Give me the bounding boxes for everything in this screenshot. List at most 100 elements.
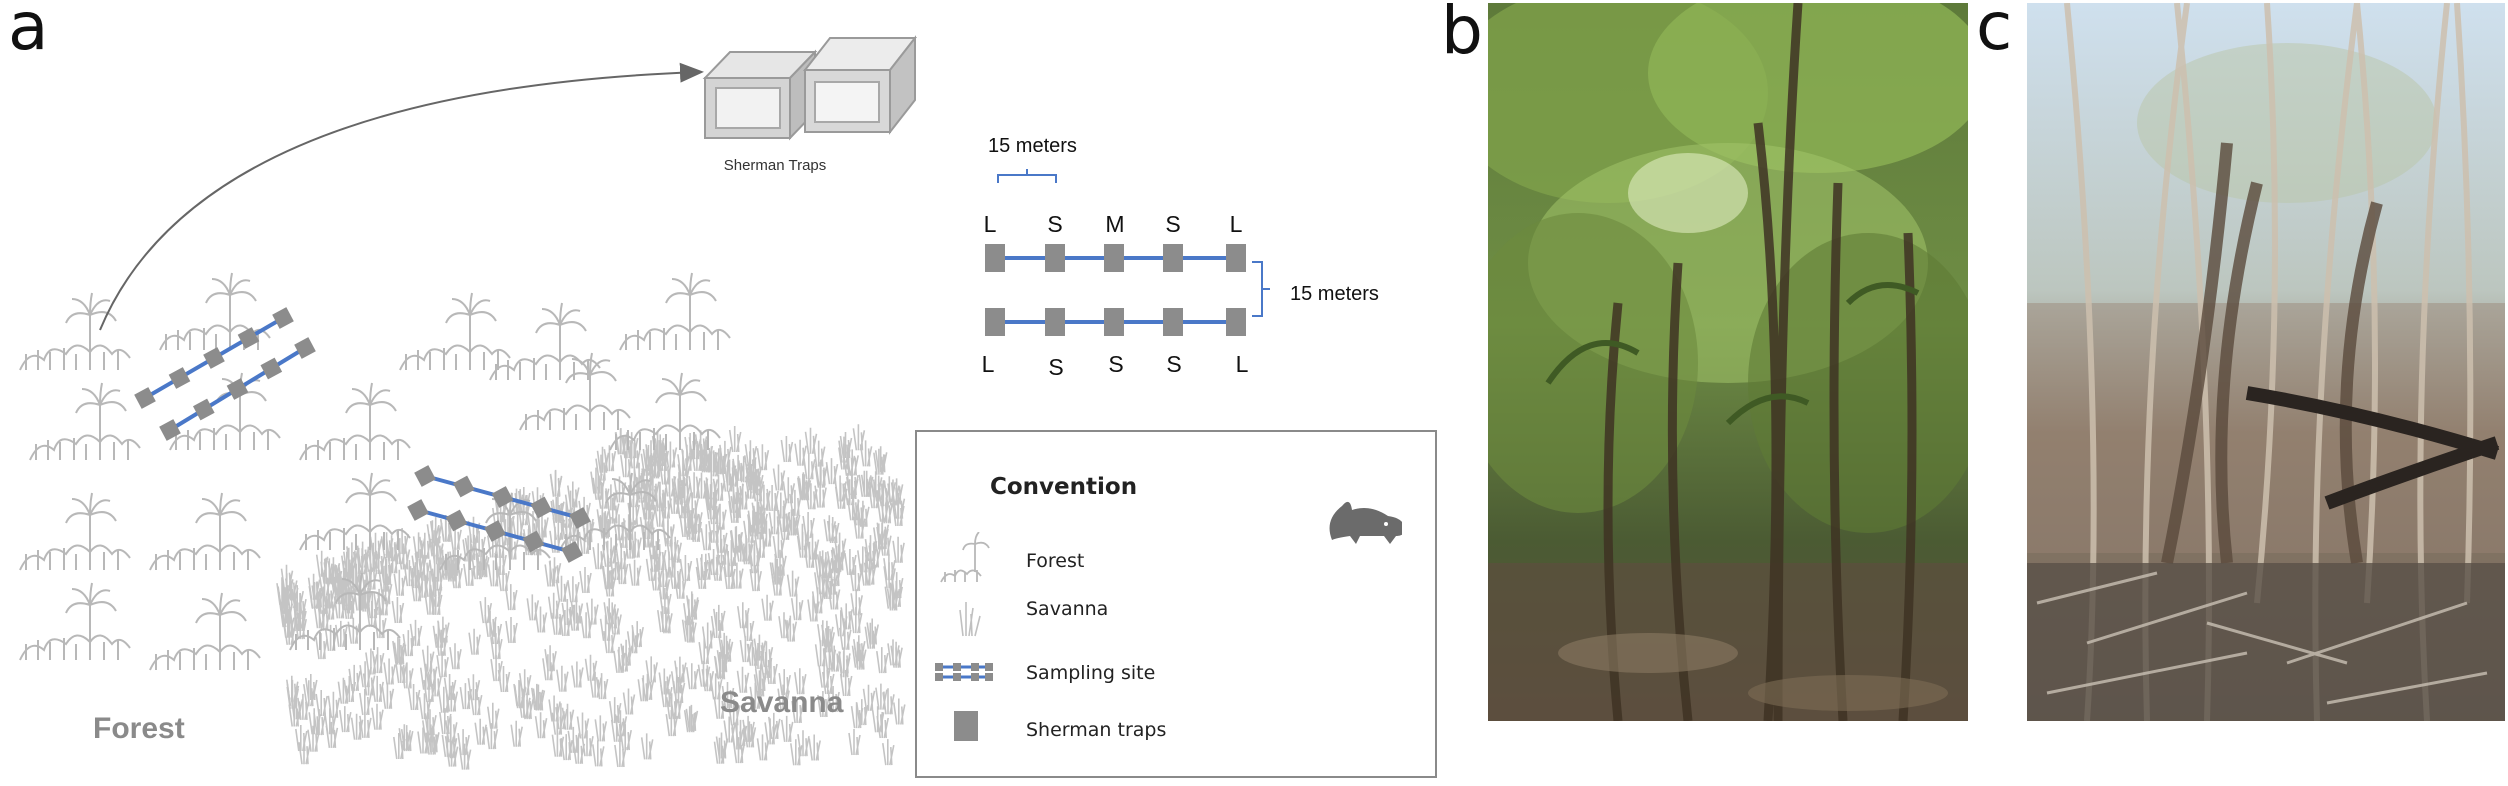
grass-tuft (486, 701, 500, 730)
map-trap (134, 387, 156, 409)
map-trap (491, 486, 514, 508)
forest-photo (1488, 3, 1968, 721)
grass-tuft (772, 463, 786, 492)
forest-tile (299, 472, 411, 551)
forest-tile (19, 492, 131, 571)
map-trap (159, 419, 181, 441)
map-trap (272, 307, 294, 329)
grass-tuft (556, 664, 569, 693)
grass-tuft (834, 609, 848, 638)
arrow-to-traps (99, 62, 704, 331)
grass-tuft (487, 559, 501, 588)
grass-tuft (579, 566, 592, 594)
rodent-icon (1329, 501, 1402, 544)
legend-title: Convention (990, 474, 1138, 500)
grass-tuft (685, 704, 699, 732)
grass-tuft (794, 438, 807, 467)
grass-tuft (685, 662, 699, 691)
grass-tuft (505, 616, 518, 644)
layout-trap (1104, 244, 1124, 272)
grass-tuft (474, 717, 488, 746)
map-trap (561, 541, 583, 563)
map-transects (134, 307, 591, 563)
grass-tuft (304, 673, 318, 701)
spacing-brace-horizontal (997, 169, 1057, 183)
spacing-brace-vertical (1252, 261, 1270, 317)
grass-tuft (534, 711, 548, 740)
sherman-traps-photo (702, 35, 918, 141)
grass-tuft (530, 683, 544, 711)
forest-tile (169, 372, 281, 451)
forest-tile (619, 272, 731, 351)
spacing-label-horizontal: 15 meters (988, 135, 1077, 157)
grass-tuft (679, 554, 693, 582)
grass-tuft (881, 738, 895, 766)
grass-tuft (383, 657, 396, 686)
panel-label-b: b (1441, 0, 1483, 69)
grass-tuft (892, 697, 906, 726)
savanna-label: Savanna (720, 686, 844, 719)
forest-tile (489, 302, 601, 381)
bottom-label-5: L (1236, 351, 1249, 377)
sherman-traps-caption: Sherman Traps (724, 157, 827, 174)
layout-trap (1163, 244, 1183, 272)
grass-tuft (338, 705, 352, 733)
grass-tuft (744, 439, 758, 468)
grass-tuft (875, 646, 889, 674)
grass-tuft (848, 728, 861, 756)
grass-tuft (875, 682, 888, 711)
grass-tuft (371, 702, 384, 731)
grass-tuft (596, 445, 610, 474)
layout-trap (1045, 244, 1065, 272)
map-trap (237, 327, 260, 349)
grass-tuft (837, 650, 851, 679)
grass-tuft (862, 683, 876, 712)
grass-tuft (808, 733, 822, 762)
savanna-icon (959, 602, 981, 637)
map-trap (226, 378, 249, 400)
grass-tuft (765, 657, 778, 685)
bottom-label-3: S (1108, 351, 1123, 377)
grass-tuft (608, 696, 622, 724)
grass-tuft (874, 445, 888, 474)
grass-tuft (812, 439, 826, 468)
grass-tuft (782, 476, 796, 505)
forest-label: Forest (93, 712, 185, 745)
grass-tuft (659, 587, 672, 615)
map-trap (407, 499, 429, 521)
grass-tuft (823, 514, 837, 543)
forest-tile (399, 292, 511, 371)
forest-tile (29, 382, 141, 461)
grass-tuft (852, 423, 866, 452)
bottom-label-1: L (982, 351, 995, 377)
grass-tuft (614, 740, 627, 768)
map-trap (522, 530, 545, 553)
grass-tuft (670, 666, 684, 695)
grass-tuft (359, 711, 372, 739)
layout-trap (1104, 308, 1124, 336)
grass-tuft (581, 729, 594, 758)
map-trap (484, 520, 506, 542)
grass-tuft (391, 596, 405, 624)
grass-tuft (664, 440, 678, 469)
grass-tuft (381, 681, 395, 710)
burned-forest-photo (2027, 3, 2505, 721)
legend-sherman-traps-label: Sherman traps (1026, 719, 1167, 741)
grass-tuft (780, 715, 794, 743)
top-label-1: L (984, 211, 997, 237)
map-trap (445, 509, 468, 532)
burned-forest-photo-graphic (2027, 3, 2505, 721)
grass-tuft (850, 588, 864, 617)
layout-trap (985, 244, 1005, 272)
panel-label-a: a (8, 0, 49, 65)
grass-tuft (449, 642, 462, 671)
grass-tuft (421, 644, 435, 673)
layout-trap (985, 308, 1005, 336)
forest-tile (19, 582, 131, 661)
legend: Convention Forest Savanna Sampling site (915, 430, 1437, 778)
panel-label-c: c (1976, 0, 2013, 65)
grass-tuft (325, 721, 339, 749)
forest-tile (19, 292, 131, 371)
top-label-4: S (1165, 211, 1180, 237)
